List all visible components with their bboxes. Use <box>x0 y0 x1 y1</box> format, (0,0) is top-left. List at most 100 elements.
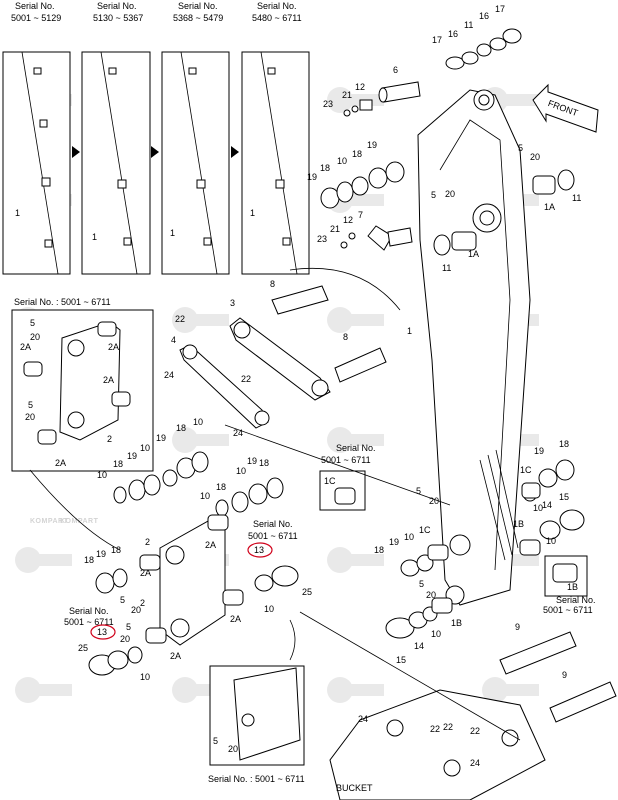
callout-18: 18 <box>352 149 362 159</box>
callout-18: 18 <box>111 545 121 555</box>
callout-1b: 1B <box>451 618 462 628</box>
callout-20: 20 <box>25 412 35 422</box>
callout-2a: 2A <box>205 540 216 550</box>
callout-5: 5 <box>126 622 131 632</box>
callout-11: 11 <box>572 193 581 203</box>
callout-19: 19 <box>96 549 106 559</box>
callout-9: 9 <box>562 670 567 680</box>
link-arm-group: 3 4 8 8 22 22 24 24 <box>164 279 387 438</box>
callout-2a: 2A <box>55 458 66 468</box>
right-13-group: Serial No. 5001 ~ 6711 13 10 25 <box>247 519 312 614</box>
serial-panel-1: Serial No. 5001 ~ 5129 1 <box>2 1 71 275</box>
callout-21: 21 <box>330 224 340 234</box>
bushing-1a-group: 5 20 1A 11 5 20 1A 11 <box>431 143 581 273</box>
callout-2: 2 <box>107 434 112 444</box>
callout-5: 5 <box>213 736 218 746</box>
inset-1c: Serial No. 5001 ~ 6711 1C <box>319 443 376 511</box>
callout-1: 1 <box>250 208 255 218</box>
callout-19: 19 <box>247 456 257 466</box>
callout-7: 7 <box>358 210 363 220</box>
callout-22: 22 <box>241 374 251 384</box>
callout-19: 19 <box>156 433 166 443</box>
callout-20: 20 <box>426 590 436 600</box>
callout-23: 23 <box>317 234 327 244</box>
callout-18: 18 <box>374 545 384 555</box>
watermark-text: KOMPART <box>30 518 69 525</box>
callout-20: 20 <box>30 332 40 342</box>
callout-20: 20 <box>445 189 455 199</box>
callout-13: 13 <box>254 545 264 555</box>
leader-lines <box>29 267 521 741</box>
callout-1: 1 <box>15 208 20 218</box>
inset-13-left-range: 5001 ~ 6711 <box>64 617 114 627</box>
callout-6: 6 <box>393 65 398 75</box>
callout-10: 10 <box>97 470 107 480</box>
callout-21: 21 <box>342 90 352 100</box>
callout-2a: 2A <box>108 342 119 352</box>
inset-1b-title: Serial No. <box>556 595 596 605</box>
pin-7-group: 7 12 21 23 <box>317 210 413 251</box>
left-lower-washers: 18 19 18 5 20 5 20 25 10 Serial No. 5001… <box>64 545 150 682</box>
callout-5: 5 <box>431 190 436 200</box>
callout-13: 13 <box>97 627 107 637</box>
callout-20: 20 <box>530 152 540 162</box>
inset-left-title: Serial No. : 5001 ~ 6711 <box>14 297 111 307</box>
callout-10: 10 <box>546 536 556 546</box>
callout-24: 24 <box>233 428 243 438</box>
callout-18: 18 <box>113 459 123 469</box>
callout-10: 10 <box>264 604 274 614</box>
callout-2: 2 <box>140 598 145 608</box>
callout-5: 5 <box>30 318 35 328</box>
callout-1: 1 <box>92 232 97 242</box>
callout-22: 22 <box>443 722 453 732</box>
callout-25: 25 <box>78 643 88 653</box>
callout-18: 18 <box>320 163 330 173</box>
callout-1a: 1A <box>468 249 479 259</box>
callout-19: 19 <box>127 451 137 461</box>
callout-11: 11 <box>442 263 451 273</box>
callout-1: 1 <box>407 326 412 336</box>
callout-10: 10 <box>337 156 347 166</box>
inset-left: Serial No. : 5001 ~ 6711 5 20 2A 2A 2A 5… <box>11 297 154 472</box>
callout-2a: 2A <box>230 614 241 624</box>
callout-18: 18 <box>176 423 186 433</box>
callout-12: 12 <box>355 82 365 92</box>
callout-11: 11 <box>464 20 473 30</box>
serial-panel-title: Serial No. <box>15 1 55 11</box>
callout-1c: 1C <box>419 525 431 535</box>
callout-14: 14 <box>414 641 424 651</box>
callout-19: 19 <box>307 172 317 182</box>
serial-panel-range: 5001 ~ 5129 <box>11 13 61 23</box>
callout-14: 14 <box>542 500 552 510</box>
callout-5: 5 <box>518 143 523 153</box>
callout-10: 10 <box>236 466 246 476</box>
callout-19: 19 <box>367 140 377 150</box>
callout-17: 17 <box>495 4 505 14</box>
callout-10: 10 <box>140 672 150 682</box>
inset-1b-label: 1B <box>567 582 578 592</box>
callout-5: 5 <box>419 579 424 589</box>
callout-2: 2 <box>145 537 150 547</box>
callout-8: 8 <box>270 279 275 289</box>
callout-4: 4 <box>171 335 176 345</box>
callout-16: 16 <box>448 29 458 39</box>
callout-20: 20 <box>228 744 238 754</box>
inset-bottom: 5 20 Serial No. : 5001 ~ 6711 <box>208 665 305 784</box>
callout-19: 19 <box>534 446 544 456</box>
callout-18: 18 <box>84 555 94 565</box>
top-bushing-group: 17 16 11 16 17 <box>432 4 522 70</box>
serial-panel-title: Serial No. <box>257 1 297 11</box>
callout-17: 17 <box>432 35 442 45</box>
serial-panel-4: Serial No. 5480 ~ 6711 1 <box>231 1 310 275</box>
inset-bottom-title: Serial No. : 5001 ~ 6711 <box>208 774 305 784</box>
callout-5: 5 <box>416 486 421 496</box>
serial-panel-3: Serial No. 5368 ~ 5479 1 <box>151 1 230 275</box>
serial-panel-title: Serial No. <box>178 1 218 11</box>
main-arm: 1 <box>407 89 531 606</box>
callout-10: 10 <box>404 532 414 542</box>
callout-5: 5 <box>120 595 125 605</box>
callout-16: 16 <box>479 11 489 21</box>
callout-2a: 2A <box>20 342 31 352</box>
inset-1c-range: 5001 ~ 6711 <box>321 455 371 465</box>
